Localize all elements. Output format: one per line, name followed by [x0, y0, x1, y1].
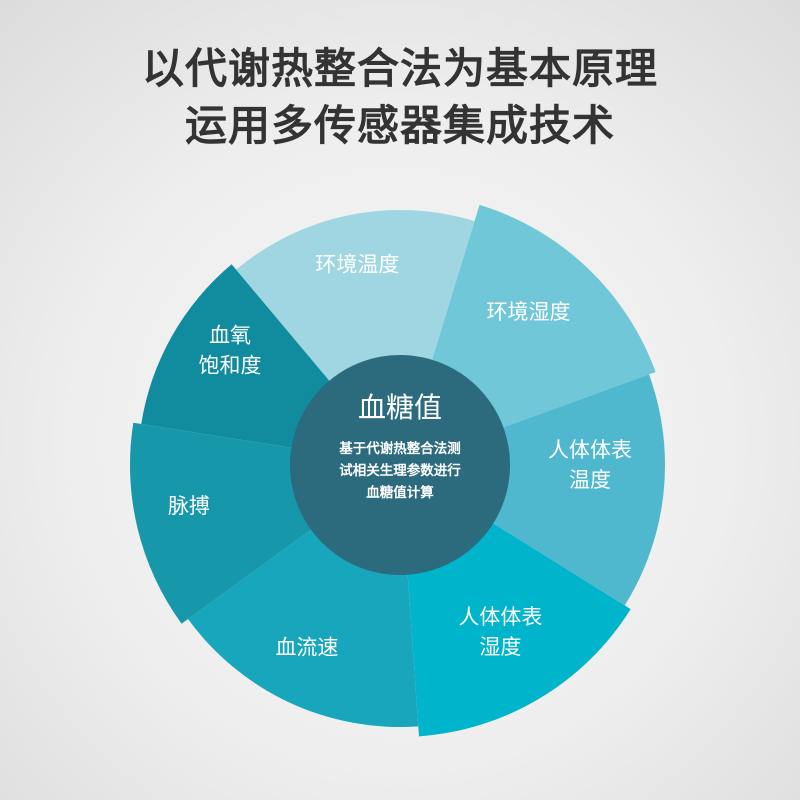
title-line-2: 运用多传感器集成技术 [184, 101, 615, 150]
segment-label-6: 脉搏 [168, 494, 210, 518]
segment-label-2: 环境湿度 [487, 300, 571, 324]
segment-label-7: 血氧饱和度 [199, 323, 262, 377]
center-title: 血糖值 [358, 391, 442, 424]
segment-label-4: 人体体表湿度 [458, 605, 542, 659]
segment-label-1: 环境温度 [315, 252, 399, 276]
center-desc-line-2: 试相关生理参数进行 [339, 462, 461, 479]
segment-label-3: 人体体表温度 [548, 438, 632, 492]
center-desc-line-3: 血糖值计算 [366, 484, 434, 501]
segment-label-5: 血流速 [275, 636, 338, 660]
center-hub [290, 355, 510, 575]
center-desc-line-1: 基于代谢热整合法测 [339, 440, 461, 457]
title-line-1: 以代谢热整合法为基本原理 [141, 44, 658, 93]
segment-3 [400, 374, 665, 606]
page-title: 以代谢热整合法为基本原理 运用多传感器集成技术 [0, 40, 800, 154]
